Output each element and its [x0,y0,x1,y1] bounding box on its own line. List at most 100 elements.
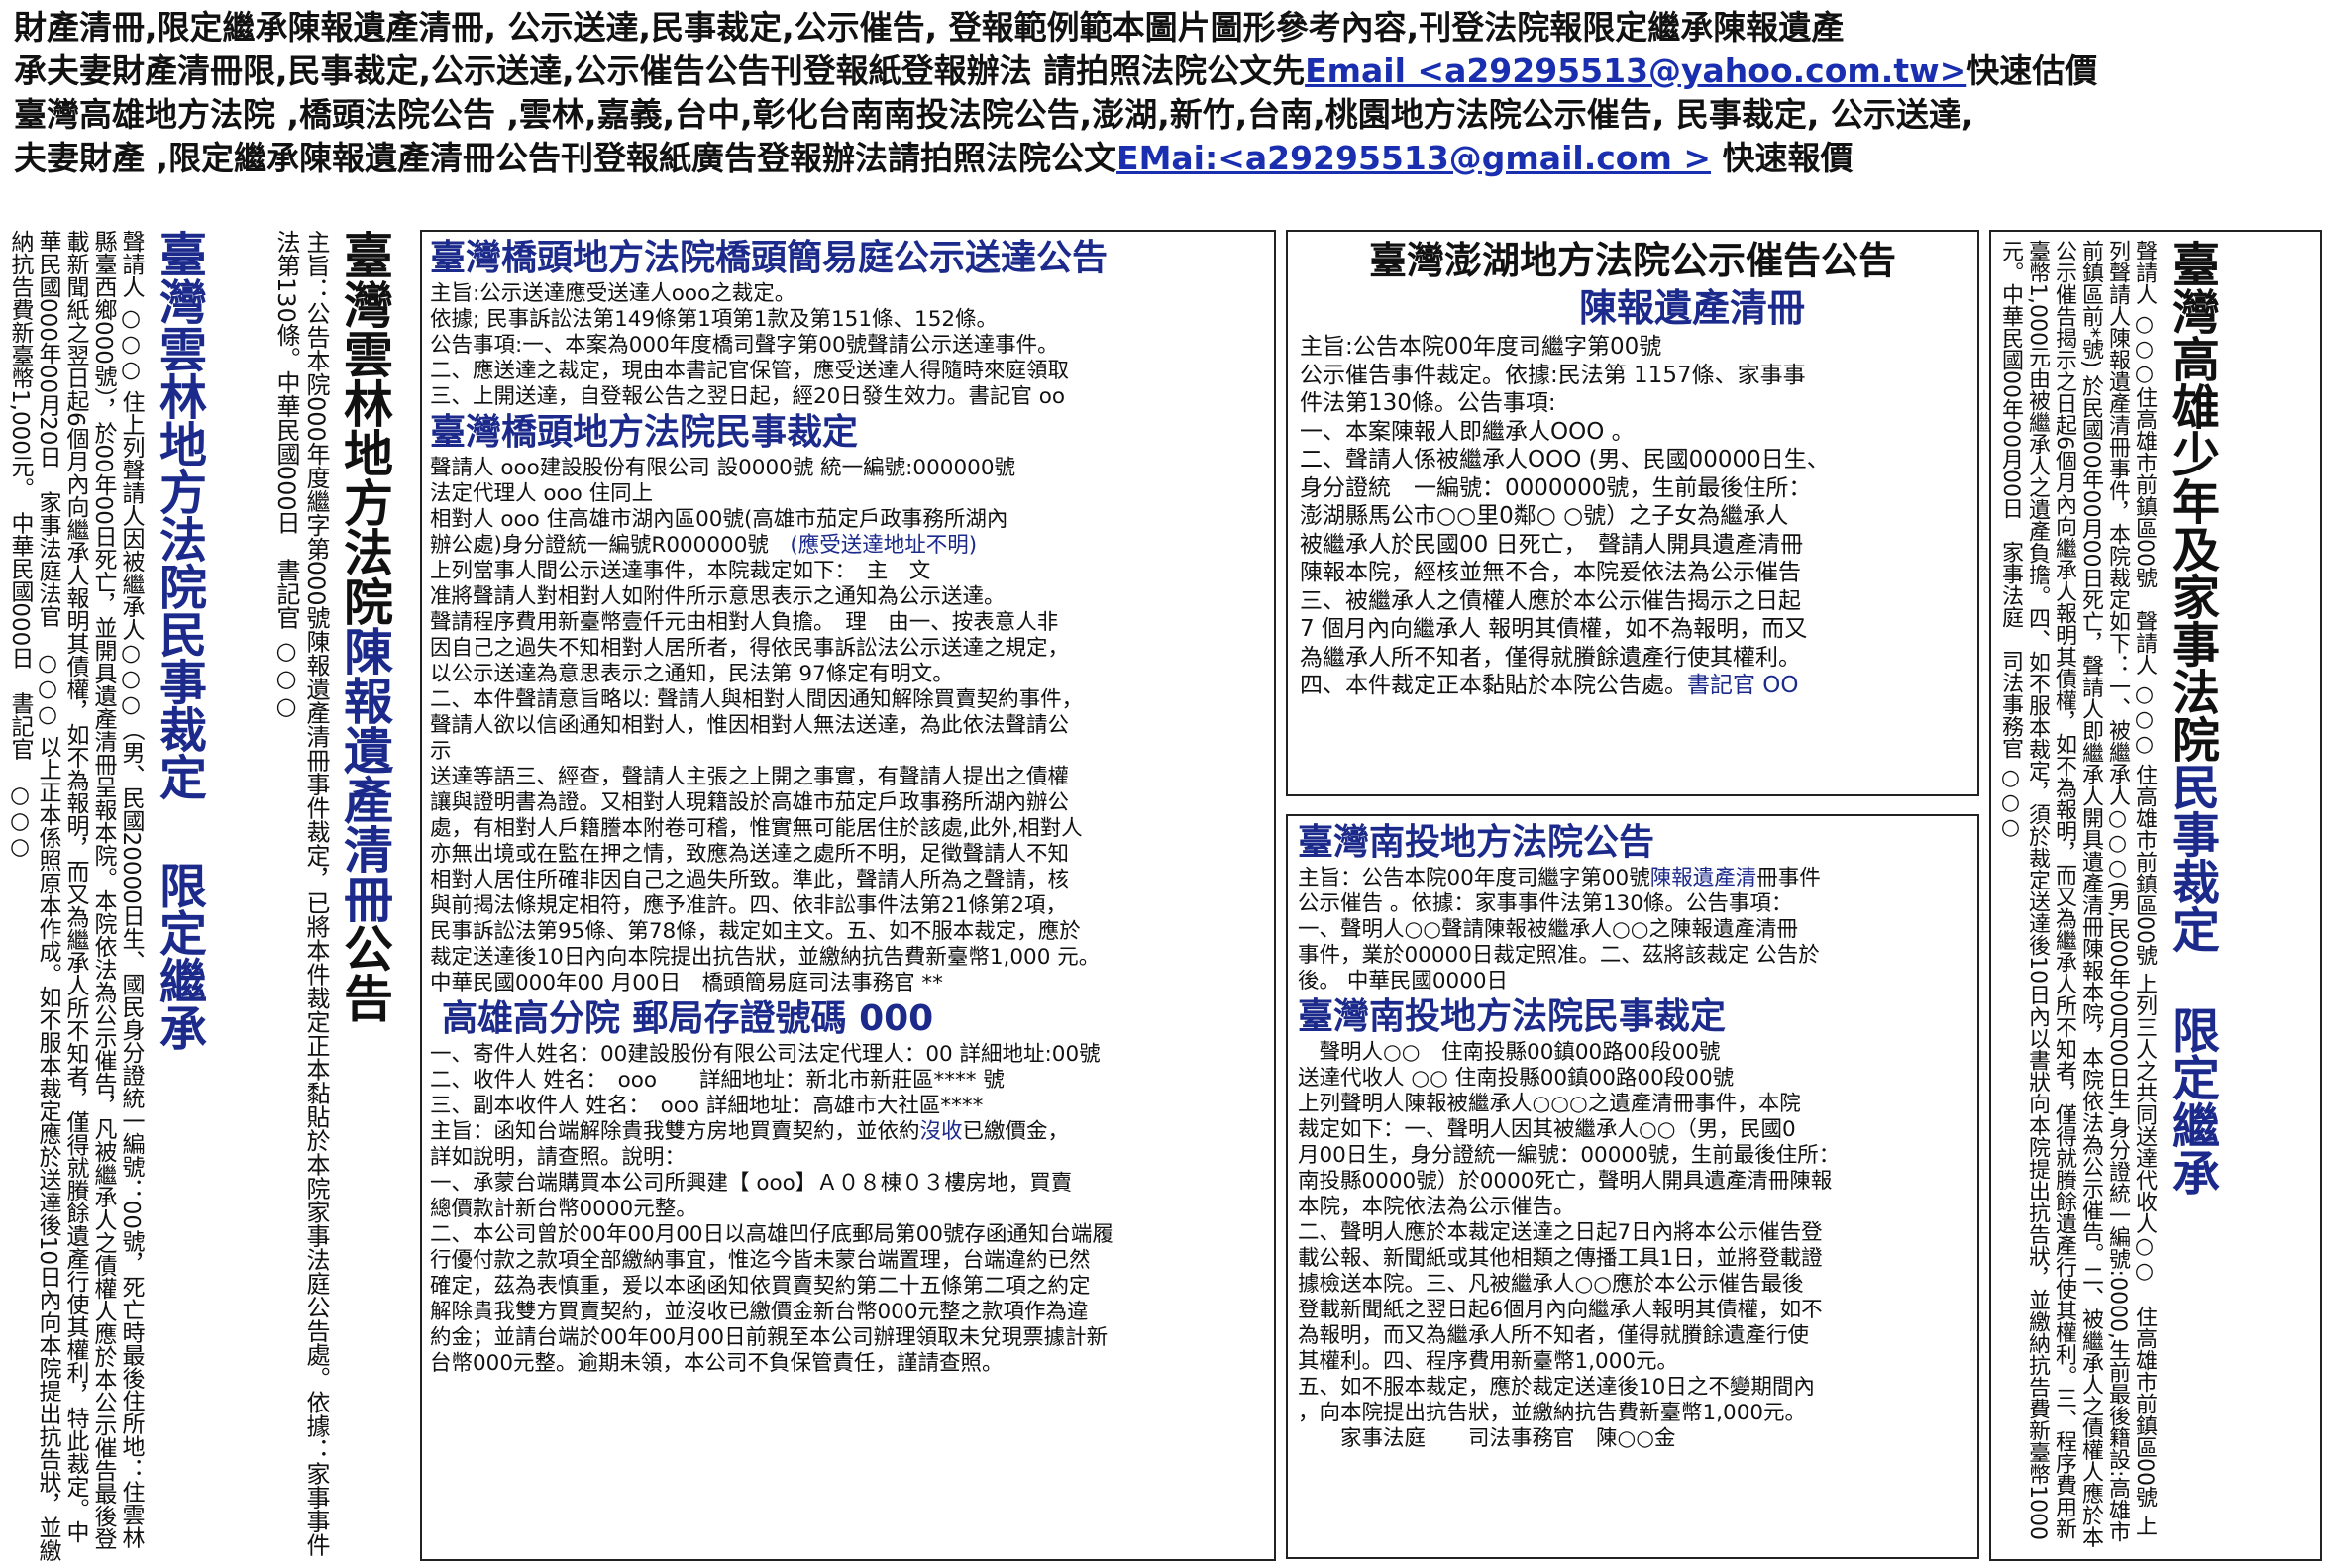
qiaotou-line: 二、本件聲請意旨略以: 聲請人與相對人間因通知解除買賣契約事件， [430,687,1084,712]
nantou-line: ，向本院提出抗告狀，並繳納抗告費新臺幣1,000元。 [1298,1401,1807,1425]
penghu-line: 一、本案陳報人即繼承人OOO 。 [1300,418,1635,445]
post-receipt-line: 三、副本收件人 姓名： ooo 詳細地址：高雄市大社區**** [430,1094,984,1118]
kaohsiung-body: 聲請人 ○○○住高雄市前鎮區00號 聲請人 ○○○ 住高雄市前鎮區00號 上列三… [1998,240,2157,1548]
nantou-line: 本院，本院依法為公示催告。 [1298,1195,1575,1219]
nantou-line: 據檢送本院。三、凡被繼承人○○應於本公示催告最後 [1298,1272,1804,1297]
nantou-court-notices: 臺灣南投地方法院公告 主旨：公告本院00年度司繼字第00號陳報遺產清冊事件 公示… [1286,814,1979,1559]
post-receipt-line: 總價款計新台幣0000元整。 [430,1197,697,1221]
qiaotou-line: 與前揭法條規定相符，應予准許。四、依非訟事件法第21條第2項， [430,893,1068,918]
qiaotou-line: 二、應送達之裁定，現由本書記官保管，應受送達人得隨時來庭領取 [430,359,1070,383]
qiaotou-line: 裁定送達後10日內向本院提出抗告狀，並繳納抗告費新臺幣1,000 元。 [430,945,1101,970]
post-receipt-subject: 主旨：函知台端解除貴我雙方房地買賣契約，並依約 [430,1119,920,1144]
qiaotou-line: 送達等語三、經查，聲請人主張之上開之事實，有聲請人提出之債權 [430,765,1070,789]
penghu-body: 主旨:公告本院00年度司繼字第00號 公示催告事件裁定。依據:民法第 1157條… [1300,333,1965,700]
penghu-line: 7 個月內向繼承人 報明其債權，如不為報明，而又 [1300,616,1808,642]
nantou-line: 其權利。四、程序費用新臺幣1,000元。 [1298,1349,1679,1374]
nantou-line: 聲明人○○ 住南投縣00鎮00路00段00號 [1298,1040,1721,1065]
nantou-civil-ruling-body: 聲明人○○ 住南投縣00鎮00路00段00號 送達代收人 ○○ 住南投縣00鎮0… [1298,1040,1967,1452]
qiaotou-line: 公告事項:一、本案為000年度橋司聲字第00號聲請公示送達事件。 [430,333,1059,358]
nantou-line: 為報明，而又為繼承人所不知者，僅得就賸餘遺產行使 [1298,1323,1810,1348]
qiaotou-line: 上列當事人間公示送達事件，本院裁定如下： 主 文 [430,559,931,583]
qiaotou-line: 亦無出境或在監在押之情，致應為送達之處所不明，足徵聲請人不知 [430,842,1070,867]
nantou-line: 送達代收人 ○○ 住南投縣00鎮00路00段00號 [1298,1066,1735,1091]
qiaotou-line: 聲請人 ooo建設股份有限公司 設0000號 統一編號:000000號 [430,456,1015,480]
post-receipt-subject-end: 已繳價金， [962,1119,1070,1144]
qiaotou-line: 准將聲請人對相對人如附件所示意思表示之通知為公示送達。 [430,584,1006,609]
penghu-line: 主旨:公告本院00年度司繼字第00號 [1300,334,1662,360]
penghu-line: 澎湖縣馬公市○○里0鄰○ ○號）之子女為繼承人 [1300,503,1789,529]
penghu-line: 件法第130條。公告事項: [1300,390,1556,416]
qiaotou-line: 依據; 民事訴訟法第149條第1項第1款及第151條、152條。 [430,307,999,332]
post-receipt-forfeit: 沒收 [919,1119,963,1144]
nantou-line: 南投縣0000號）於0000死亡，聲明人開具遺產清冊陳報 [1298,1169,1833,1194]
penghu-line: 二、聲請人係被繼承人OOO (男、民國00000日生、 [1300,447,1830,472]
qiaotou-id-text: 辦公處)身分證統一編號R000000號 [430,533,769,558]
post-receipt-line: 一、寄件人姓名：00建設股份有限公司法定代理人：00 詳細地址:00號 [430,1042,1101,1067]
yunlin-civil-subtitle: 限定繼承 [151,861,206,1052]
qiaotou-line: 相對人居住所確非因自己之過失所致。準此，聲請人所為之聲請，核 [430,868,1070,892]
yunlin-civil-title-text: 臺灣雲林地方法院民事裁定 [151,230,206,800]
header-line-2-text: 承夫妻財產清冊限,民事裁定,公示送達,公示催告公告刊登報紙登報辦法 請拍照法院公… [14,52,1306,90]
qiaotou-line: 因自己之過失不知相對人居所者，得依民事訴訟法公示送達之規定， [430,636,1070,661]
qiaotou-line: 民事訴訟法第95條、第78條，裁定如主文。五、如不服本裁定，應於 [430,919,1081,944]
kaohsiung-title-black: 臺灣高雄少年及家事法院 [2164,240,2219,763]
penghu-title: 臺灣澎湖地方法院公示催告公告 [1368,239,1896,282]
post-receipt-line: 確定，茲為表慎重，爰以本函函知依買賣契約第二十五條第二項之約定 [430,1274,1091,1299]
penghu-last-line: 四、本件裁定正本黏貼於本院公告處。 [1300,673,1687,698]
kaohsiung-post-receipt-title: 高雄高分院 郵局存證號碼 000 [442,998,934,1039]
qiaotou-line: 聲請人欲以信函通知相對人，惟因相對人無法送達，為此依法聲請公 [430,713,1070,738]
header-line-2: 承夫妻財產清冊限,民事裁定,公示送達,公示催告公告刊登報紙登報辦法 請拍照法院公… [14,50,2322,93]
post-receipt-line: 行優付款之款項全部繳納事宜，惟迄今皆未蒙台端置理，台端違約已然 [430,1248,1091,1273]
nantou-estate-list: 陳報遺產清 [1649,866,1757,890]
header: 財產清冊,限定繼承陳報遺產清冊, 公示送達,民事裁定,公示催告, 登報範例範本圖… [14,6,2322,180]
post-receipt-line: 一、承蒙台端購買本公司所興建【 ooo】Ａ０８棟０３樓房地，買賣 [430,1171,1073,1196]
nantou-line: 家事法庭 司法事務官 陳○○金 [1298,1426,1676,1451]
penghu-line: 四、本件裁定正本黏貼於本院公告處。書記官 OO [1300,672,1965,700]
qiaotou-civil-ruling-body: 聲請人 ooo建設股份有限公司 設0000號 統一編號:000000號 法定代理… [430,456,1266,996]
penghu-line: 被繼承人於民國00 日死亡， 聲請人開具遺產清冊 [1300,531,1804,558]
nantou-line: 公示催告 。依據：家事事件法第130條。公告事項： [1298,891,1793,916]
yahoo-email-link[interactable]: Email <a29295513@yahoo.com.tw> [1305,52,1967,90]
kaohsiung-post-receipt-body: 一、寄件人姓名：00建設股份有限公司法定代理人：00 詳細地址:00號 二、收件… [430,1042,1266,1377]
yunlin-estate-title-blue: 陳報遺產清冊 [336,626,393,923]
nantou-line: 月00日生，身分證統一編號：00000號，生前最後住所： [1298,1143,1841,1168]
nantou-line: 主旨：公告本院00年度司繼字第00號陳報遺產清冊事件 [1298,866,1967,891]
qiaotou-public-service-title: 臺灣橋頭地方法院橋頭簡易庭公示送達公告 [430,238,1109,278]
yunlin-estate-body: 主旨：公告本院000年度繼字第000號陳報遺產清冊事件裁定，已將本件裁定正本黏貼… [272,230,330,1557]
yunlin-civil-body: 聲請人 ○○○ 住上列聲請人因被繼承人○○○（男、民國20000日生、國民身分證… [7,230,144,1562]
yunlin-civil-title: 臺灣雲林地方法院民事裁定 限定繼承 [149,230,208,1562]
qiaotou-line: 主旨:公示送達應受送達人ooo之裁定。 [430,281,796,306]
nantou-notice-body: 主旨：公告本院00年度司繼字第00號陳報遺產清冊事件 公示催告 。依據：家事事件… [1298,866,1967,994]
nantou-line: 事件，業於00000日裁定照准。二、茲將該裁定 公告於 [1298,943,1820,968]
yunlin-estate-title-end: 公告 [336,923,393,1022]
nantou-subject-end: 冊事件 [1756,866,1821,890]
yunlin-estate-title: 臺灣雲林地方法院陳報遺產清冊公告 [335,230,394,1562]
penghu-clerk: 書記官 OO [1687,673,1799,698]
header-line-1: 財產清冊,限定繼承陳報遺產清冊, 公示送達,民事裁定,公示催告, 登報範例範本圖… [14,8,1845,47]
nantou-line: 載公報、新聞紙或其他相類之傳播工具1日，並將登載證 [1298,1246,1823,1271]
header-line-4-text: 夫妻財產 ,限定繼承陳報遺產清冊公告刊登報紙廣告登報辦法請拍照法院公文 [14,139,1117,177]
penghu-subtitle: 陳報遺產清冊 [1578,286,1805,330]
qiaotou-line: 三、上開送達，自登報公告之翌日起，經20日發生效力。書記官 oo [430,384,1066,409]
qiaotou-line: 聲請程序費用新臺幣壹仟元由相對人負擔。 理 由一、按表意人非 [430,610,1059,635]
gmail-email-link[interactable]: EMai:<a29295513@gmail.com > [1116,139,1711,177]
header-line-4: 夫妻財產 ,限定繼承陳報遺產清冊公告刊登報紙廣告登報辦法請拍照法院公文EMai:… [14,137,2322,180]
nantou-notice-title: 臺灣南投地方法院公告 [1298,822,1655,863]
qiaotou-line: 中華民國000年00 月00日 橋頭簡易庭司法事務官 ** [430,971,943,995]
kaohsiung-title-blue: 民事裁定 [2164,763,2219,953]
post-receipt-line: 主旨：函知台端解除貴我雙方房地買賣契約，並依約沒收已繳價金， [430,1119,1266,1145]
nantou-line: 登載新聞紙之翌日起6個月內向繼承人報明其債權，如不 [1298,1298,1823,1322]
post-receipt-line: 二、收件人 姓名： ooo 詳細地址：新北市新莊區**** 號 [430,1068,1005,1093]
qiaotou-line: 讓與證明書為證。又相對人現籍設於高雄市茄定戶政事務所湖內辦公 [430,790,1070,815]
yunlin-civil-ruling-notice: 臺灣雲林地方法院民事裁定 限定繼承 聲請人 ○○○ 住上列聲請人因被繼承人○○○… [6,230,265,1562]
kaohsiung-title: 臺灣高雄少年及家事法院民事裁定 限定繼承 [2162,240,2221,1551]
penghu-line: 陳報本院，經核並無不合，本院爰依法為公示催告 [1300,560,1801,585]
nantou-subject: 主旨：公告本院00年度司繼字第00號 [1298,866,1650,890]
kaohsiung-subtitle: 限定繼承 [2164,1005,2219,1197]
post-receipt-line: 約金；並請台端於00年00月00日前親至本公司辦理領取未兌現票據計新 [430,1325,1109,1350]
qiaotou-line: 辦公處)身分證統一編號R000000號 (應受送達地址不明) [430,533,1266,559]
post-receipt-line: 詳如說明，請查照。說明： [430,1145,687,1170]
qiaotou-civil-ruling-title: 臺灣橋頭地方法院民事裁定 [430,412,859,453]
yunlin-estate-title-black: 臺灣雲林地方法院 [336,230,393,626]
penghu-court-notice: 臺灣澎湖地方法院公示催告公告 陳報遺產清冊 主旨:公告本院00年度司繼字第00號… [1286,230,1979,796]
